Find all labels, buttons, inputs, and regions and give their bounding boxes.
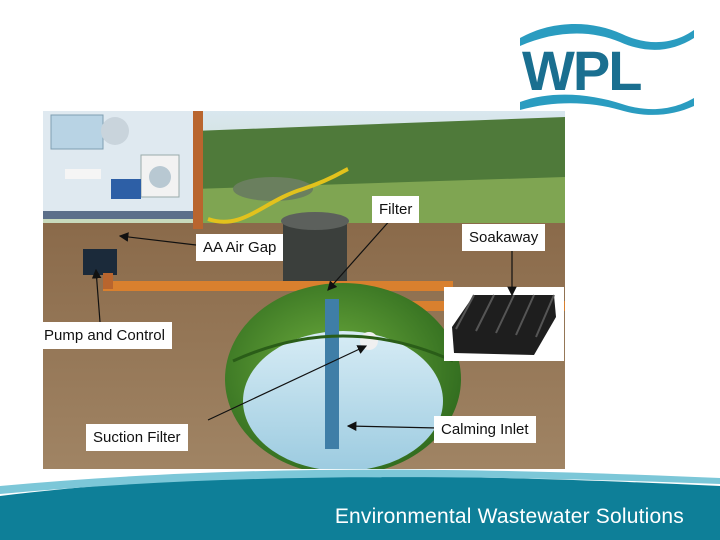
pump-pipe <box>103 273 113 289</box>
downpipe <box>193 111 203 229</box>
label-soakaway: Soakaway <box>462 224 546 251</box>
window <box>50 114 104 150</box>
hedge <box>193 117 565 191</box>
soakaway-crate-image <box>444 287 564 361</box>
inlet-pipe <box>103 281 453 291</box>
footer-wave <box>0 469 720 540</box>
pump-unit <box>83 249 117 275</box>
sink <box>65 169 101 179</box>
logo-wordmark: WPL <box>522 39 641 102</box>
washing-machine-door <box>149 166 171 188</box>
tank-lid <box>281 212 349 230</box>
footer-tagline: Environmental Wastewater Solutions <box>334 505 684 528</box>
laundry-basket <box>111 179 141 199</box>
logo-wave-bottom <box>520 94 694 115</box>
floor <box>43 211 193 219</box>
garden-hose <box>207 167 349 224</box>
label-air-gap: AA Air Gap <box>196 234 284 261</box>
logo-wave-top <box>520 23 694 50</box>
float-ball <box>360 332 378 350</box>
wpl-logo: WPL <box>520 23 694 115</box>
label-filter: Filter <box>372 196 420 223</box>
tank-water <box>243 331 443 469</box>
suction-hose <box>325 299 339 449</box>
label-suction: Suction Filter <box>86 424 188 451</box>
garden-shrubs <box>233 177 313 201</box>
wall-mirror <box>101 117 129 145</box>
label-calming: Calming Inlet <box>434 416 536 443</box>
label-pump: Pump and Control <box>37 322 172 349</box>
